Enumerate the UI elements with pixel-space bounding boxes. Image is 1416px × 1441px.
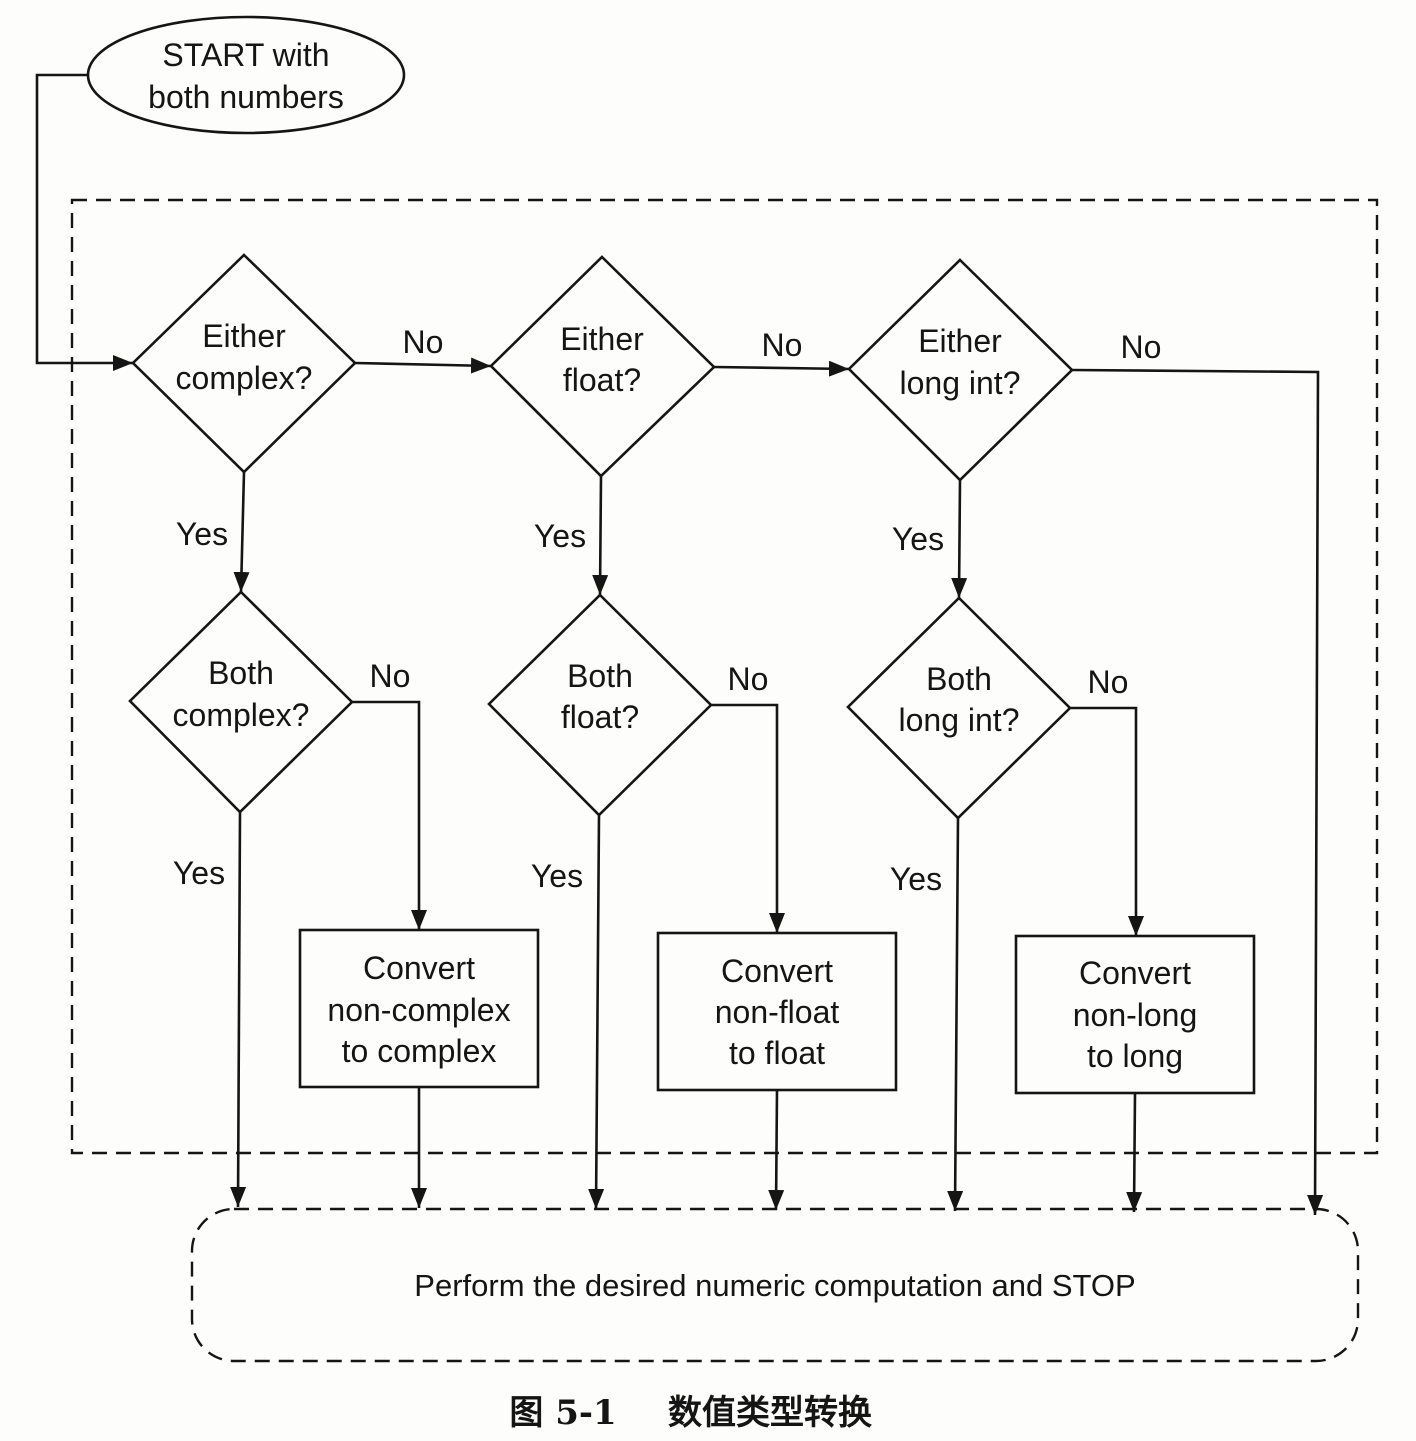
conversion-region-dashed-border <box>70 198 1379 1155</box>
label-both-float-no: No <box>728 661 769 697</box>
arrow-either-long-int-yes <box>951 479 968 599</box>
both-long-int-line-2: long int? <box>899 702 1020 738</box>
start-label-line-1: START with <box>162 37 329 73</box>
arrow-both-long-int-yes <box>947 817 964 1212</box>
convert-float-line-3: to float <box>729 1035 825 1071</box>
decision-either-complex: Either complex? <box>131 253 357 474</box>
arrow-convert-float-to-stop <box>768 1089 785 1211</box>
label-both-complex-no: No <box>370 658 411 694</box>
arrow-either-float-no <box>713 360 850 377</box>
both-float-line-2: float? <box>561 699 639 735</box>
either-float-line-1: Either <box>560 321 644 357</box>
convert-long-line-2: non-long <box>1073 997 1198 1033</box>
arrow-either-complex-no <box>354 357 492 374</box>
both-long-int-line-1: Both <box>926 661 992 697</box>
convert-complex-line-3: to complex <box>342 1033 497 1069</box>
arrow-either-long-int-no <box>1071 368 1324 1216</box>
decision-both-long-int: Both long int? <box>846 596 1072 820</box>
stop-terminal: Perform the desired numeric computation … <box>190 1207 1360 1363</box>
stop-rounded-dashed-box <box>190 1207 1360 1363</box>
either-complex-line-2: complex? <box>176 360 313 396</box>
convert-long-line-3: to long <box>1087 1038 1183 1074</box>
either-complex-line-1: Either <box>202 318 286 354</box>
caption-figure-number: 图 5-1 <box>509 1393 616 1433</box>
start-ellipse <box>86 15 406 135</box>
figure-caption: 图 5-1 数值类型转换 <box>509 1393 872 1433</box>
label-either-complex-no: No <box>403 324 444 360</box>
arrow-convert-long-to-stop <box>1126 1092 1143 1213</box>
label-either-complex-yes: Yes <box>176 516 228 552</box>
arrow-either-float-yes <box>592 475 609 596</box>
arrow-either-complex-yes <box>233 471 250 593</box>
label-both-long-int-yes: Yes <box>890 861 942 897</box>
decision-both-complex: Both complex? <box>128 590 354 814</box>
either-long-int-line-2: long int? <box>900 365 1021 401</box>
either-long-int-line-1: Either <box>918 323 1002 359</box>
process-convert-to-complex: Convert non-complex to complex <box>298 928 540 1089</box>
start-terminal: START with both numbers <box>86 15 406 135</box>
convert-float-line-2: non-float <box>715 994 840 1030</box>
arrow-both-float-no <box>711 703 785 933</box>
caption-title: 数值类型转换 <box>668 1393 872 1433</box>
convert-complex-line-1: Convert <box>363 950 475 986</box>
label-either-float-no: No <box>762 327 803 363</box>
convert-long-line-1: Convert <box>1079 955 1191 991</box>
process-convert-to-float: Convert non-float to float <box>656 931 898 1092</box>
label-either-long-int-yes: Yes <box>892 521 944 557</box>
process-convert-to-long: Convert non-long to long <box>1014 934 1256 1095</box>
arrow-start-to-either-complex <box>35 73 133 371</box>
stop-label: Perform the desired numeric computation … <box>414 1268 1135 1303</box>
both-complex-line-1: Both <box>208 655 274 691</box>
arrow-both-complex-no <box>352 700 427 930</box>
both-float-line-1: Both <box>567 658 633 694</box>
decision-either-float: Either float? <box>489 255 716 478</box>
start-label-line-2: both numbers <box>148 79 344 115</box>
label-both-float-yes: Yes <box>531 858 583 894</box>
convert-complex-line-2: non-complex <box>327 992 510 1028</box>
either-float-line-2: float? <box>563 362 641 398</box>
label-both-complex-yes: Yes <box>173 855 225 891</box>
arrow-both-float-yes <box>588 814 605 1210</box>
both-complex-line-2: complex? <box>173 697 310 733</box>
arrow-both-complex-yes <box>230 811 247 1208</box>
label-both-long-int-no: No <box>1088 664 1129 700</box>
arrow-both-long-int-no <box>1070 706 1144 936</box>
label-either-float-yes: Yes <box>534 518 586 554</box>
decision-both-float: Both float? <box>487 593 713 817</box>
convert-float-line-1: Convert <box>721 953 833 989</box>
decision-either-long-int: Either long int? <box>847 258 1074 482</box>
label-either-long-int-no: No <box>1121 329 1162 365</box>
